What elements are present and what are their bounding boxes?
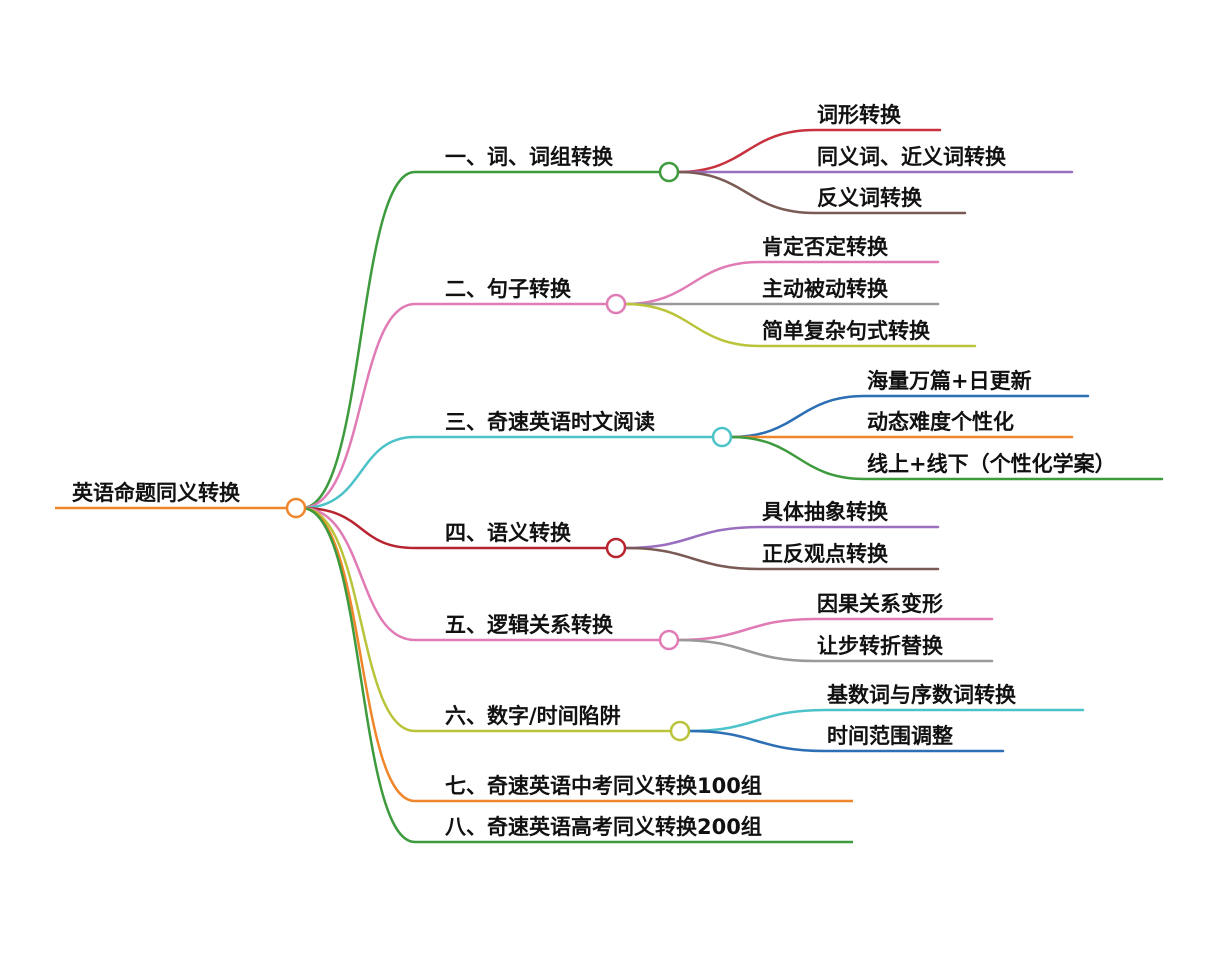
collapse-toggle[interactable] — [669, 720, 691, 742]
root-topic[interactable]: 英语命题同义转换 — [72, 481, 241, 505]
branch-link — [301, 435, 713, 510]
subtopic[interactable]: 动态难度个性化 — [867, 410, 1014, 434]
subtopic-link — [687, 708, 1085, 733]
branch-link — [301, 506, 671, 733]
branch-link — [301, 302, 607, 510]
branch-topic[interactable]: 二、句子转换 — [445, 277, 572, 301]
subtopic[interactable]: 反义词转换 — [817, 186, 923, 210]
subtopic-link — [623, 302, 977, 348]
subtopic[interactable]: 时间范围调整 — [827, 724, 953, 748]
collapse-toggle[interactable] — [711, 426, 733, 448]
subtopic[interactable]: 词形转换 — [817, 103, 902, 127]
subtopic-link — [623, 260, 940, 306]
subtopic[interactable]: 基数词与序数词转换 — [827, 683, 1017, 707]
subtopic[interactable]: 肯定否定转换 — [762, 235, 889, 259]
subtopic[interactable]: 正反观点转换 — [762, 542, 889, 566]
subtopic[interactable]: 海量万篇+日更新 — [867, 369, 1032, 393]
subtopic[interactable]: 主动被动转换 — [762, 277, 889, 301]
branch-link — [301, 506, 853, 844]
collapse-toggle[interactable] — [605, 293, 627, 315]
subtopic-link — [676, 128, 942, 174]
root-collapse-toggle[interactable] — [285, 497, 307, 519]
branch-topic[interactable]: 五、逻辑关系转换 — [445, 613, 614, 637]
subtopic-link — [729, 394, 1090, 439]
subtopic[interactable]: 同义词、近义词转换 — [817, 145, 1007, 169]
collapse-toggle[interactable] — [605, 537, 627, 559]
subtopic-link — [623, 546, 940, 571]
branch-topic[interactable]: 三、奇速英语时文阅读 — [445, 410, 655, 434]
subtopic[interactable]: 具体抽象转换 — [762, 500, 889, 524]
branch-topic[interactable]: 八、奇速英语高考同义转换200组 — [445, 815, 762, 839]
branch-topic[interactable]: 一、词、词组转换 — [445, 145, 614, 169]
subtopic-link — [623, 525, 940, 550]
subtopic[interactable]: 让步转折替换 — [817, 634, 944, 658]
subtopic[interactable]: 简单复杂句式转换 — [762, 319, 931, 343]
subtopic-link — [676, 617, 994, 642]
subtopic-link — [676, 638, 994, 663]
branch-link — [301, 170, 660, 510]
collapse-toggle[interactable] — [658, 161, 680, 183]
subtopic[interactable]: 线上+线下（个性化学案） — [867, 452, 1116, 476]
collapse-toggle[interactable] — [658, 629, 680, 651]
branch-link — [301, 506, 660, 642]
subtopic-link — [729, 435, 1164, 481]
branch-link — [301, 506, 607, 550]
branch-link — [301, 506, 853, 803]
branch-topic[interactable]: 四、语义转换 — [445, 521, 572, 545]
subtopic[interactable]: 因果关系变形 — [817, 592, 943, 616]
subtopic-link — [687, 729, 1005, 753]
branch-topic[interactable]: 七、奇速英语中考同义转换100组 — [445, 774, 762, 798]
branch-topic[interactable]: 六、数字/时间陷阱 — [445, 704, 621, 728]
subtopic-link — [676, 170, 967, 215]
